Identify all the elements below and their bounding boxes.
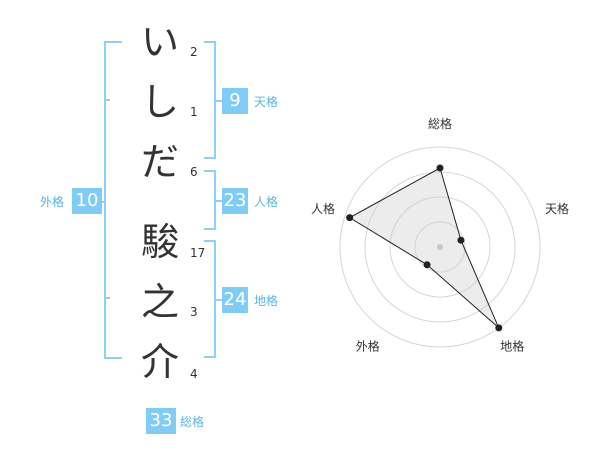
name-char-5: 之 [140, 280, 179, 324]
radar-axis-label-5: 人格 [311, 201, 335, 216]
soukaku-value: 33 [146, 408, 176, 434]
radar-axis-label-3: 地格 [500, 339, 524, 354]
stroke-count-1: 2 [190, 45, 198, 59]
name-char-2: し [140, 80, 179, 124]
stroke-count-3: 6 [190, 165, 198, 179]
radar-axis-label-2: 天格 [545, 201, 569, 216]
stroke-count-4: 17 [190, 246, 206, 260]
radar-ring-3 [364, 171, 516, 323]
radar-point-3 [495, 324, 503, 332]
radar-ring-4 [339, 146, 541, 348]
name-char-1: い [140, 20, 179, 64]
radar-area [348, 167, 500, 329]
radar-axis-label-1: 総格 [428, 116, 452, 131]
radar-point-5 [346, 214, 354, 222]
radar-point-2 [457, 236, 465, 244]
jinkaku-value: 23 [222, 188, 248, 214]
radar-point-1 [436, 164, 444, 172]
name-char-3: だ [140, 140, 179, 184]
name-char-6: 介 [140, 340, 179, 384]
gaikaku-value: 10 [72, 188, 102, 214]
chikaku-label: 地格 [254, 294, 279, 308]
stroke-count-6: 4 [190, 367, 198, 381]
tenkaku-label: 天格 [254, 95, 279, 109]
tenkaku-value: 9 [222, 88, 248, 114]
name-char-4: 駿 [140, 220, 179, 264]
gaikaku-label: 外格 [40, 195, 65, 209]
jinkaku-label: 人格 [254, 195, 279, 209]
radar-axis-label-4: 外格 [356, 339, 380, 354]
chikaku-value: 24 [222, 287, 248, 313]
stroke-count-2: 1 [190, 105, 198, 119]
radar-center [437, 244, 443, 250]
stroke-count-5: 3 [190, 305, 198, 319]
radar-ring-1 [414, 221, 466, 273]
radar-ring-2 [389, 196, 491, 298]
radar-point-4 [423, 261, 431, 269]
soukaku-label: 総格 [180, 415, 205, 429]
